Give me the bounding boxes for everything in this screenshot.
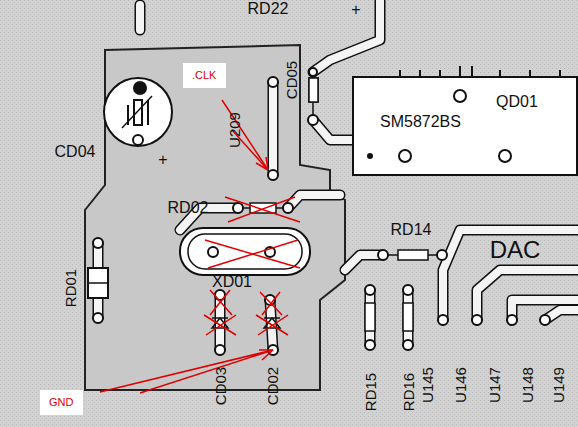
signal-name: .CLK <box>192 70 217 81</box>
ic-package: QD01SM5872BS <box>352 76 578 176</box>
part-label: RD16 <box>401 373 416 411</box>
part-label: U148 <box>520 367 535 403</box>
part-label: U209 <box>227 112 242 148</box>
part-label: XD01 <box>212 274 252 290</box>
part-label: RD15 <box>363 373 378 411</box>
part-label: CD02 <box>265 367 280 405</box>
part-label: U145 <box>420 367 435 403</box>
chip-name: SM5872BS <box>380 114 461 130</box>
part-label: RD02 <box>168 200 209 216</box>
part-label: QD01 <box>496 94 538 110</box>
part-label: CD05 <box>284 61 299 99</box>
part-label: + <box>158 152 167 168</box>
part-label: + <box>351 2 360 18</box>
part-label: RD01 <box>63 269 78 307</box>
annotation-box: GND <box>40 390 83 415</box>
signal-name: GND <box>49 397 74 408</box>
part-label: CD04 <box>55 144 96 160</box>
part-label: U147 <box>487 367 502 403</box>
annotation-box: .CLK <box>183 63 226 88</box>
part-label: RD22 <box>248 1 289 17</box>
part-label: U149 <box>551 367 566 403</box>
part-label: RD14 <box>391 222 432 238</box>
section-label: DAC <box>490 238 541 262</box>
part-label: U146 <box>453 367 468 403</box>
part-label: CD03 <box>213 367 228 405</box>
